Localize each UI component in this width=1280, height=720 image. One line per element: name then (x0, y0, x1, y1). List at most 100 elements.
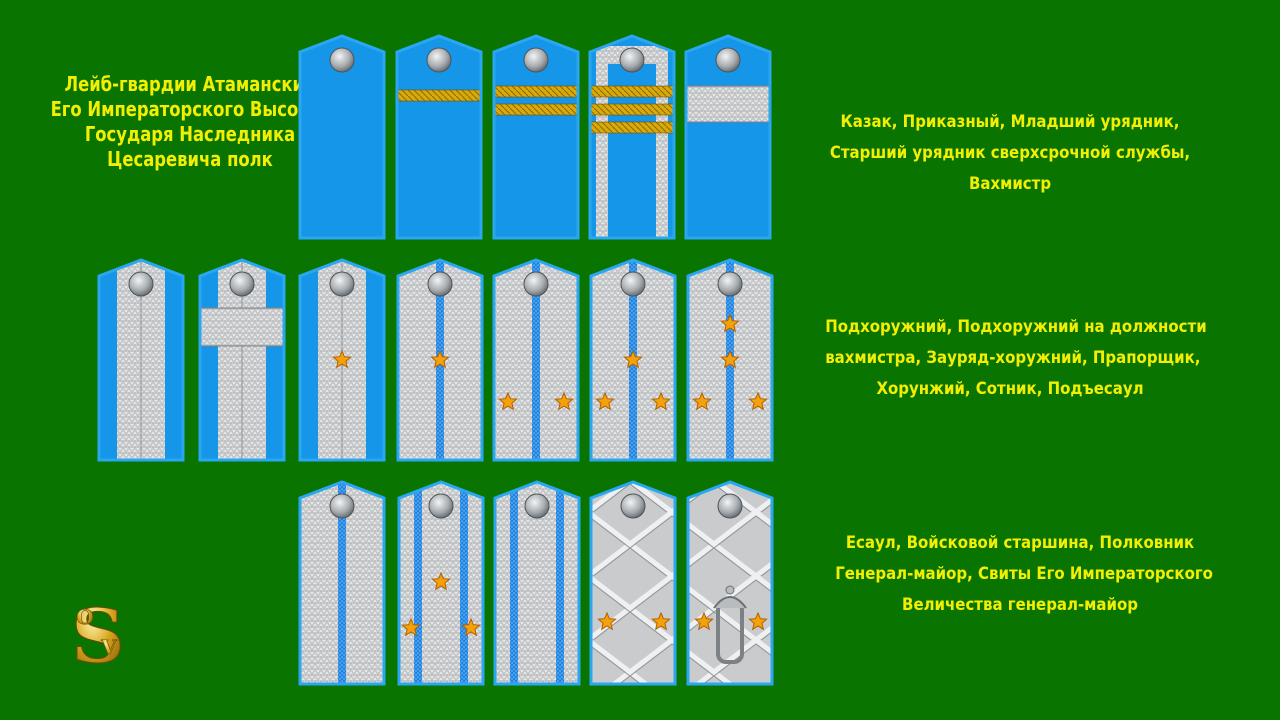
caption-row-3-line-2: Генерал-майор, Свиты Его Императорского (835, 564, 1213, 584)
button-icon (428, 493, 454, 519)
caption-row-1: Казак, Приказный, Младший урядник, Старш… (825, 107, 1195, 200)
button-icon (523, 271, 549, 297)
gold-stripe-2 (590, 103, 674, 116)
gold-stripe-1 (494, 85, 578, 98)
shoulder-board-podyesaul (686, 258, 774, 462)
star-icon (720, 349, 740, 369)
star-icon (748, 391, 768, 411)
shoulder-board-podkhorunzhy (97, 258, 185, 462)
logo-letter-o: O (76, 605, 93, 629)
title-line-3: Государя Наследника (84, 122, 296, 146)
board-field (397, 36, 481, 238)
board-silver-bar (200, 307, 284, 347)
shoulder-board-podkhorunzhy-vakhm (198, 258, 286, 462)
board-edge (686, 480, 774, 686)
caption-row-2-line-1: Подхоружний, Подхоружний на должности (825, 317, 1207, 337)
button-icon (620, 493, 646, 519)
shoulder-board-ml-uryadnik (492, 34, 580, 240)
board-edge (396, 258, 484, 462)
caption-row-1-line-1: Казак, Приказный, Младший урядник, (840, 112, 1180, 132)
caption-row-2-line-3: Хорунжий, Сотник, Подъесаул (876, 379, 1144, 399)
button-icon (128, 271, 154, 297)
caption-row-3-line-1: Есаул, Войсковой старшина, Полковник (845, 533, 1195, 553)
board-edge (298, 34, 386, 240)
shoulder-board-prikazny (395, 34, 483, 240)
board-lumen-left (414, 482, 422, 684)
star-icon (332, 349, 352, 369)
button-icon (229, 271, 255, 297)
shoulder-board-vakhmistr (684, 34, 772, 240)
star-icon (595, 391, 615, 411)
silver-stripe (686, 85, 770, 123)
star-icon (401, 617, 421, 637)
star-icon (694, 611, 714, 631)
logo-letter-v: V (100, 635, 117, 659)
button-icon (329, 271, 355, 297)
button-icon (426, 47, 452, 73)
board-lumen-right (556, 482, 564, 684)
button-icon (619, 47, 645, 73)
board-field (300, 36, 384, 238)
board-edge (397, 480, 485, 686)
shoulder-board-khorunzhy (492, 258, 580, 462)
board-edge (395, 34, 483, 240)
board-edge (589, 258, 677, 462)
sov-logo-icon: S O V (71, 596, 125, 672)
board-edge (298, 480, 386, 686)
button-icon (523, 47, 549, 73)
gold-stripe-2 (494, 103, 578, 116)
star-icon (430, 349, 450, 369)
board-field (688, 482, 772, 684)
caption-row-2-line-2: вахмистра, Зауряд-хоружний, Прапорщик, (825, 348, 1201, 368)
board-edge (686, 258, 774, 462)
caption-row-3-line-3: Величества генерал-майор (902, 595, 1138, 615)
board-lumen-right (460, 482, 468, 684)
shoulder-board-st-uryadnik (588, 34, 676, 240)
star-icon (748, 611, 768, 631)
board-edge (298, 258, 386, 462)
caption-row-1-line-3: Вахмистр (968, 174, 1052, 194)
button-icon (620, 271, 646, 297)
board-edge (493, 480, 581, 686)
star-icon (720, 313, 740, 333)
caption-row-2: Подхоружний, Подхоружний на должности ва… (825, 312, 1207, 405)
shoulder-board-voyskovoy-starshina (397, 480, 485, 686)
board-edge (684, 34, 772, 240)
button-icon (715, 47, 741, 73)
shoulder-board-polkovnik (493, 480, 581, 686)
star-icon (431, 571, 451, 591)
board-edge (492, 258, 580, 462)
title-line-1: Лейб-гвардии Атаманский (64, 72, 316, 96)
board-lumen (532, 260, 540, 460)
board-lumen-left (510, 482, 518, 684)
shoulder-board-yesaul (298, 480, 386, 686)
title-line-4: Цесаревича полк (107, 147, 273, 171)
star-icon (692, 391, 712, 411)
board-edge (492, 34, 580, 240)
star-icon (597, 611, 617, 631)
shoulder-board-sotnik (589, 258, 677, 462)
star-icon (623, 349, 643, 369)
gold-stripe-3 (590, 121, 674, 134)
shoulder-board-kazak (298, 34, 386, 240)
logo-letter-s: S (71, 596, 124, 672)
button-icon (329, 47, 355, 73)
board-lumen (338, 482, 346, 684)
shoulder-board-svity-general-mayor (686, 480, 774, 686)
board-edge (588, 34, 676, 240)
board-edge (198, 258, 286, 462)
button-icon (717, 271, 743, 297)
board-edge (589, 480, 677, 686)
shoulder-board-praporshchik (396, 258, 484, 462)
star-icon (651, 611, 671, 631)
shoulder-board-general-mayor (589, 480, 677, 686)
button-icon (427, 271, 453, 297)
caption-row-1-line-2: Старший урядник сверхсрочной службы, (829, 143, 1191, 163)
star-icon (461, 617, 481, 637)
monogram-icon (713, 585, 747, 664)
caption-row-3: Есаул, Войсковой старшина, Полковник Ген… (835, 528, 1213, 621)
board-edge (97, 258, 185, 462)
gold-stripe-1 (590, 85, 674, 98)
star-icon (554, 391, 574, 411)
